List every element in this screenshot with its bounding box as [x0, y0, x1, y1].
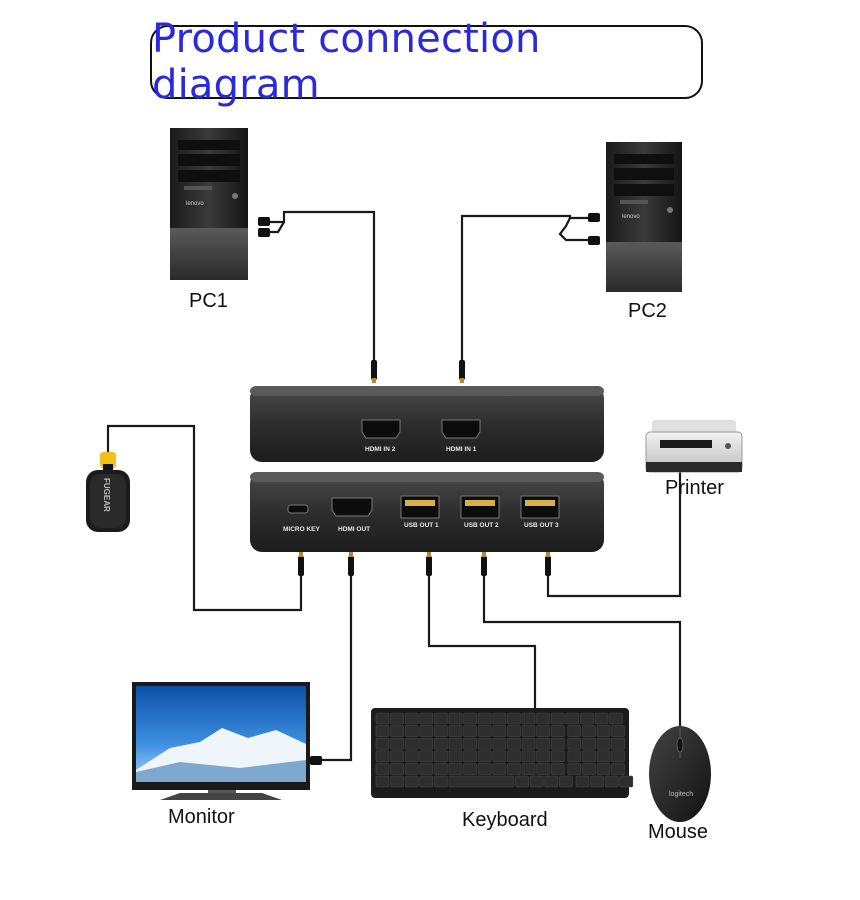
fob-logo: FUGEAR: [102, 478, 111, 512]
printer-icon: [645, 420, 743, 473]
pc1-tower-icon: lenovo: [170, 128, 248, 280]
pc2-label: PC2: [628, 300, 667, 322]
pc2-logo: lenovo: [622, 214, 640, 220]
keyboard-icon: [371, 708, 634, 798]
monitor-label: Monitor: [168, 806, 235, 828]
pc2-cable: [460, 214, 592, 372]
hdmi-in-1-label: HDMI IN 1: [446, 446, 477, 453]
diagram-title: Product connection diagram: [152, 16, 541, 108]
kvm-switch-front: MICRO KEY HDMI OUT USB OUT 1 USB OUT 2 U…: [250, 472, 604, 552]
pc1-cable: [268, 210, 376, 372]
monitor-cable: [318, 574, 353, 762]
usb-out-1-label: USB OUT 1: [404, 522, 439, 529]
cables: [106, 210, 682, 762]
monitor-icon: [132, 682, 310, 800]
pc1-logo: lenovo: [186, 201, 204, 207]
remote-key-fob-icon: FUGEAR: [86, 452, 130, 532]
printer-cable: [546, 472, 682, 598]
kvm-switch-back: HDMI IN 2 HDMI IN 1: [250, 386, 604, 462]
keyboard-cable: [427, 574, 537, 708]
usb-out-3-port: USB OUT 3: [520, 495, 560, 529]
usb-out-1-port: USB OUT 1: [400, 495, 440, 529]
title-box: Product connection diagram: [150, 16, 703, 108]
usb-out-3-label: USB OUT 3: [524, 522, 559, 529]
mouse-icon: logitech: [649, 726, 711, 822]
printer-label: Printer: [665, 477, 724, 499]
usb-out-2-port: USB OUT 2: [460, 495, 500, 529]
hdmi-in-2-port: HDMI IN 2: [361, 419, 401, 453]
hdmi-out-port: HDMI OUT: [331, 497, 373, 533]
usb-out-2-label: USB OUT 2: [464, 522, 499, 529]
micro-key-label: MICRO KEY: [283, 526, 321, 533]
pc1-label: PC1: [189, 290, 228, 312]
micro-key-port: MICRO KEY: [283, 504, 321, 533]
pc2-tower-icon: lenovo: [606, 142, 682, 292]
cable-plugs: [258, 213, 600, 765]
mouse-logo: logitech: [669, 791, 693, 798]
mouse-label: Mouse: [648, 821, 709, 843]
hdmi-in-1-port: HDMI IN 1: [441, 419, 481, 453]
hdmi-in-2-label: HDMI IN 2: [365, 446, 396, 453]
hdmi-out-label: HDMI OUT: [338, 526, 370, 533]
fob-cable: [106, 424, 303, 612]
keyboard-label: Keyboard: [462, 809, 548, 831]
mouse-cable: [482, 574, 682, 728]
